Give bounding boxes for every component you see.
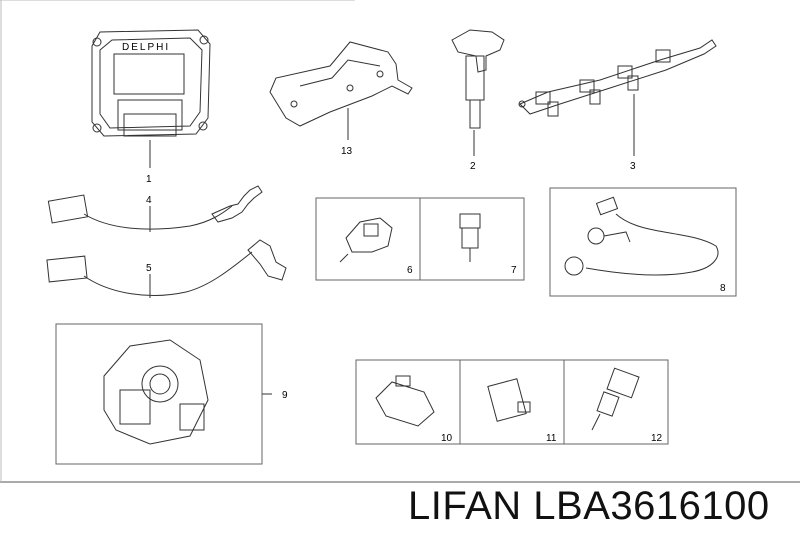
bracket-part <box>270 42 412 140</box>
callout-11: 11 <box>546 433 557 444</box>
map-sensor-part <box>340 218 392 262</box>
callout-6: 6 <box>407 265 413 276</box>
callout-12: 12 <box>651 433 663 444</box>
callout-3: 3 <box>630 161 636 172</box>
crank-sensor-part <box>47 240 286 298</box>
throttle-body-part <box>104 340 272 444</box>
ignition-coil-part <box>452 30 504 156</box>
callout-1: 1 <box>146 174 152 185</box>
callout-labels: 1 13 2 3 4 5 6 7 8 9 10 11 12 <box>146 146 726 444</box>
knock-sensor-part <box>565 197 718 275</box>
callout-10: 10 <box>441 433 453 444</box>
part-number: LBA3616100 <box>533 484 770 528</box>
callout-4: 4 <box>146 195 152 206</box>
sensor-12-part <box>592 368 639 430</box>
box-10-12 <box>356 360 668 444</box>
box-8 <box>550 188 736 296</box>
fuel-rail-part <box>519 40 716 156</box>
ecu-module <box>92 30 210 168</box>
callout-8: 8 <box>720 283 726 294</box>
callout-13: 13 <box>341 146 353 157</box>
oxygen-sensor-part <box>48 186 262 232</box>
brand-name: LIFAN <box>408 484 522 528</box>
callout-5: 5 <box>146 263 152 274</box>
sensor-11-part <box>488 379 530 422</box>
part-caption: LIFAN LBA3616100 <box>408 484 770 528</box>
callout-2: 2 <box>470 161 476 172</box>
callout-9: 9 <box>282 390 288 401</box>
callout-7: 7 <box>511 265 517 276</box>
sensor-10-part <box>376 376 434 426</box>
ecu-brand-text: DELPHI <box>122 42 170 53</box>
cam-sensor-part <box>460 214 480 262</box>
diagram-frame <box>0 0 800 482</box>
